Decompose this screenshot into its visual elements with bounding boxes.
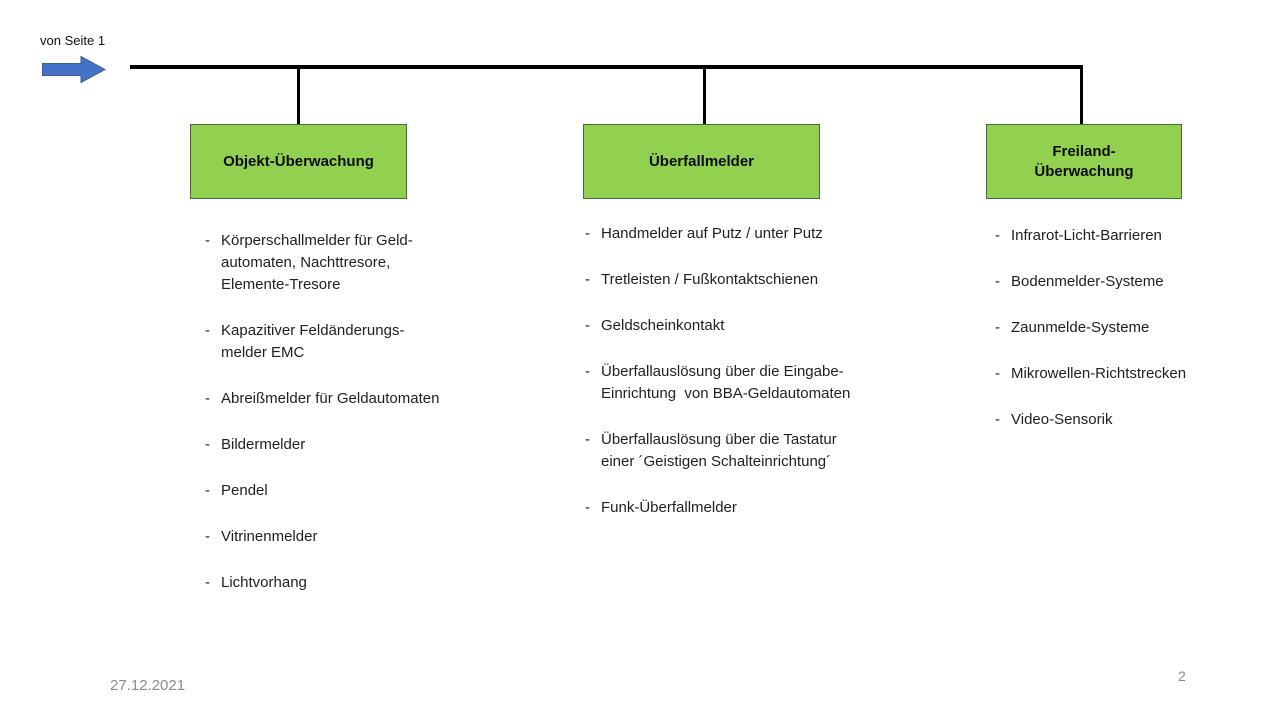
list-item-text: Bodenmelder-Systeme (1011, 273, 1164, 290)
list-item-text: Zaunmelde-Systeme (1011, 319, 1150, 336)
list-item-text: Kapazitiver Feldänderungs-melder EMC (221, 322, 405, 361)
list-item: -Mikrowellen-Richtstrecken (995, 363, 1270, 385)
list-item-dash: - (205, 232, 210, 249)
list-item-dash: - (205, 482, 210, 499)
list-item-text: Mikrowellen-Richtstrecken (1011, 365, 1187, 382)
list-item-text: Tretleisten / Fußkontaktschienen (601, 271, 819, 288)
list-item-dash: - (585, 431, 590, 448)
connector-horizontal-line (130, 65, 1083, 69)
list-item-dash: - (995, 365, 1000, 382)
list-item: -Handmelder auf Putz / unter Putz (585, 223, 930, 245)
list-item-dash: - (205, 322, 210, 339)
topic-title: Überfallmelder (648, 152, 755, 170)
list-item: -Körperschallmelder für Geld-automaten, … (205, 230, 505, 296)
list-item: -Tretleisten / Fußkontaktschienen (585, 269, 930, 291)
list-item-dash: - (995, 319, 1000, 336)
list-item-text: Körperschallmelder für Geld-automaten, N… (221, 232, 413, 293)
list-item: -Überfallauslösung über die Eingabe-Einr… (585, 361, 930, 405)
list-item-dash: - (585, 225, 590, 242)
list-item-dash: - (585, 363, 590, 380)
bullet-list-objekt-ueberwachung: -Körperschallmelder für Geld-automaten, … (205, 230, 505, 594)
topic-box-objekt-ueberwachung: Objekt-Überwachung (190, 124, 407, 199)
list-item: -Infrarot-Licht-Barrieren (995, 225, 1270, 247)
list-item-text: Abreißmelder für Geldautomaten (221, 390, 440, 407)
connector-vertical-line-3 (1080, 65, 1083, 124)
topic-box-freiland-ueberwachung: Freiland-Überwachung (986, 124, 1182, 199)
list-item: -Geldscheinkontakt (585, 315, 930, 337)
topic-title: Objekt-Überwachung (223, 152, 374, 170)
list-item-text: Vitrinenmelder (221, 528, 318, 545)
list-item-dash: - (995, 227, 1000, 244)
from-page-arrow-icon (42, 55, 107, 84)
list-item: -Vitrinenmelder (205, 526, 505, 548)
list-item-dash: - (205, 574, 210, 591)
list-item: -Bodenmelder-Systeme (995, 271, 1270, 293)
list-item-text: Funk-Überfallmelder (601, 499, 737, 516)
list-item-text: Pendel (221, 482, 268, 499)
list-item: -Lichtvorhang (205, 572, 505, 594)
list-item: -Kapazitiver Feldänderungs-melder EMC (205, 320, 505, 364)
bullet-list-freiland-ueberwachung: -Infrarot-Licht-Barrieren-Bodenmelder-Sy… (995, 225, 1270, 431)
list-item-dash: - (585, 499, 590, 516)
list-item-text: Video-Sensorik (1011, 411, 1113, 428)
bullet-list-ueberfallmelder: -Handmelder auf Putz / unter Putz-Tretle… (585, 223, 930, 519)
list-item-dash: - (205, 390, 210, 407)
list-item-text: Infrarot-Licht-Barrieren (1011, 227, 1162, 244)
list-item-dash: - (585, 271, 590, 288)
list-item-text: Lichtvorhang (221, 574, 307, 591)
list-item: -Funk-Überfallmelder (585, 497, 930, 519)
list-item-dash: - (995, 411, 1000, 428)
list-item-text: Handmelder auf Putz / unter Putz (601, 225, 823, 242)
list-item: -Bildermelder (205, 434, 505, 456)
topic-title: Freiland-Überwachung (1034, 142, 1134, 180)
connector-vertical-line-2 (703, 65, 706, 124)
list-item: -Zaunmelde-Systeme (995, 317, 1270, 339)
list-item-dash: - (205, 528, 210, 545)
list-item: -Abreißmelder für Geldautomaten (205, 388, 505, 410)
list-item: -Video-Sensorik (995, 409, 1270, 431)
page-number: 2 (1178, 668, 1186, 684)
slide-date: 27.12.2021 (110, 677, 186, 694)
topic-box-ueberfallmelder: Überfallmelder (583, 124, 820, 199)
list-item-dash: - (995, 273, 1000, 290)
connector-vertical-line-1 (297, 65, 300, 124)
list-item-text: Überfallauslösung über die Eingabe-Einri… (601, 363, 851, 402)
source-page-label: von Seite 1 (40, 33, 106, 48)
list-item-dash: - (205, 436, 210, 453)
list-item-text: Bildermelder (221, 436, 306, 453)
list-item-text: Geldscheinkontakt (601, 317, 725, 334)
list-item-dash: - (585, 317, 590, 334)
list-item: -Pendel (205, 480, 505, 502)
